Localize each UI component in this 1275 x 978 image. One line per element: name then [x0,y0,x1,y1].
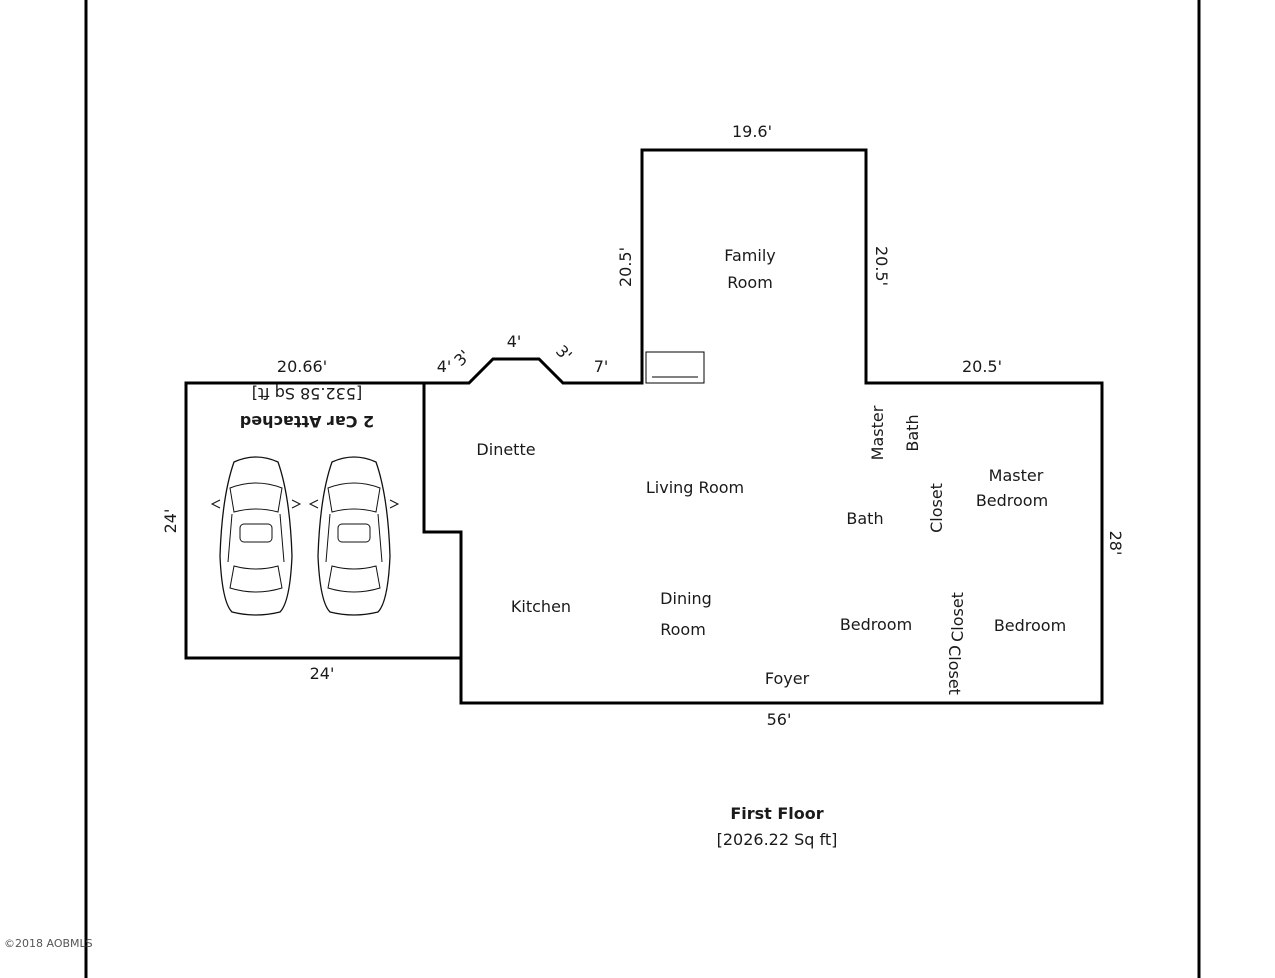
room-label-closet: Closet [945,645,964,695]
room-label-master-bath: Master [868,405,887,460]
dimension-label: 4' [437,357,452,376]
dimension-label: 20.66' [277,357,327,376]
garage-outline [184,381,461,660]
room-label-dinette: Dinette [476,440,535,459]
room-label-master-bath: Bath [903,414,922,451]
room-label-bath: Bath [846,509,883,528]
room-label-bedroom: Bedroom [994,616,1066,635]
room-label-living-room: Living Room [646,478,744,497]
garage-title: 2 Car Attached [240,412,374,431]
dimension-label: 20.5' [872,246,891,286]
copyright-watermark: ©2018 AOBMLS [4,937,93,950]
car-icon [308,456,400,616]
garage-area: [532.58 Sq ft] [252,384,363,403]
dimension-label: 24' [310,664,335,683]
fireplace [645,351,705,384]
room-label-dining: Room [660,620,706,639]
dimension-label: 20.5' [616,247,635,287]
room-label-closet: Closet [948,592,967,642]
car-icon [210,456,302,616]
room-label-master-bedroom: Bedroom [976,491,1048,510]
room-label-closet: Closet [927,483,946,533]
dimension-label: 4' [507,332,522,351]
dimension-label: 7' [594,357,609,376]
dimension-label: 56' [767,710,792,729]
dimension-label: 3' [450,346,474,370]
dimension-label: 28' [1106,531,1125,556]
room-label-family: Room [727,273,773,292]
room-label-dining: Dining [660,589,712,608]
floor-area: [2026.22 Sq ft] [717,830,838,849]
dimension-label: 20.5' [962,357,1002,376]
room-label-kitchen: Kitchen [511,597,571,616]
room-label-bedroom: Bedroom [840,615,912,634]
house-outline [422,148,1104,705]
room-label-master-bedroom: Master [989,466,1044,485]
dimension-label: 3' [552,341,576,365]
dimension-label: 24' [161,509,180,534]
floor-title: First Floor [730,804,823,823]
room-label-foyer: Foyer [765,669,810,688]
room-label-family: Family [724,246,775,265]
dimension-label: 19.6' [732,122,772,141]
